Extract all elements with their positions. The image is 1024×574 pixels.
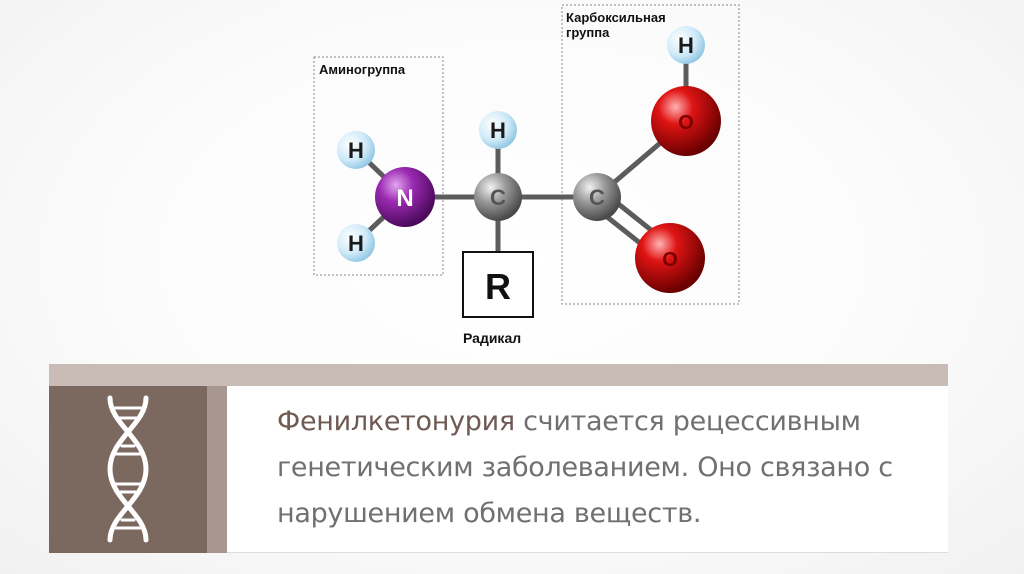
atom-h-amino-bottom: H (337, 224, 375, 262)
caption-icon-panel (49, 386, 207, 553)
svg-text:O: O (678, 112, 694, 134)
svg-text:H: H (348, 231, 364, 256)
svg-text:H: H (348, 138, 364, 163)
radical-box (462, 251, 534, 318)
svg-text:H: H (490, 118, 506, 143)
carboxyl-group-box (561, 4, 740, 305)
caption-text-panel (227, 386, 948, 553)
atom-oxygen-hydroxyl: O (651, 86, 721, 156)
svg-text:N: N (396, 185, 413, 212)
amino-group-label: Аминогруппа (319, 62, 406, 77)
dna-helix-icon (107, 395, 149, 543)
atom-h-alpha: H (479, 111, 517, 149)
amino-acid-diagram: Аминогруппа Карбоксильная группа R Радик… (313, 4, 740, 346)
carboxyl-group-label-line2: группа (566, 25, 610, 40)
atom-oxygen-double: O (635, 223, 705, 293)
caption-top-band (49, 364, 948, 386)
bonds (353, 42, 689, 265)
caption-accent-bar (207, 386, 227, 553)
atom-h-hydroxyl: H (667, 26, 705, 64)
radical-label: Радикал (463, 330, 521, 346)
atom-nitrogen: N (375, 167, 435, 227)
svg-text:O: O (662, 249, 678, 271)
caption-body: считается рецессивным генетическим забол… (277, 406, 893, 529)
amino-group-box (313, 56, 444, 276)
svg-text:C: C (490, 185, 506, 210)
carboxyl-group-label-line1: Карбоксильная (566, 10, 666, 25)
atom-carbon-carboxyl: C (573, 173, 621, 221)
atom-carbon-alpha: C (474, 173, 522, 221)
svg-text:C: C (589, 185, 605, 210)
svg-text:H: H (678, 33, 694, 58)
atom-h-amino-top: H (337, 131, 375, 169)
caption-highlight: Фенилкетонурия (277, 406, 515, 437)
caption-text: Фенилкетонурия считается рецессивным ген… (277, 399, 937, 537)
radical-letter: R (485, 266, 511, 307)
